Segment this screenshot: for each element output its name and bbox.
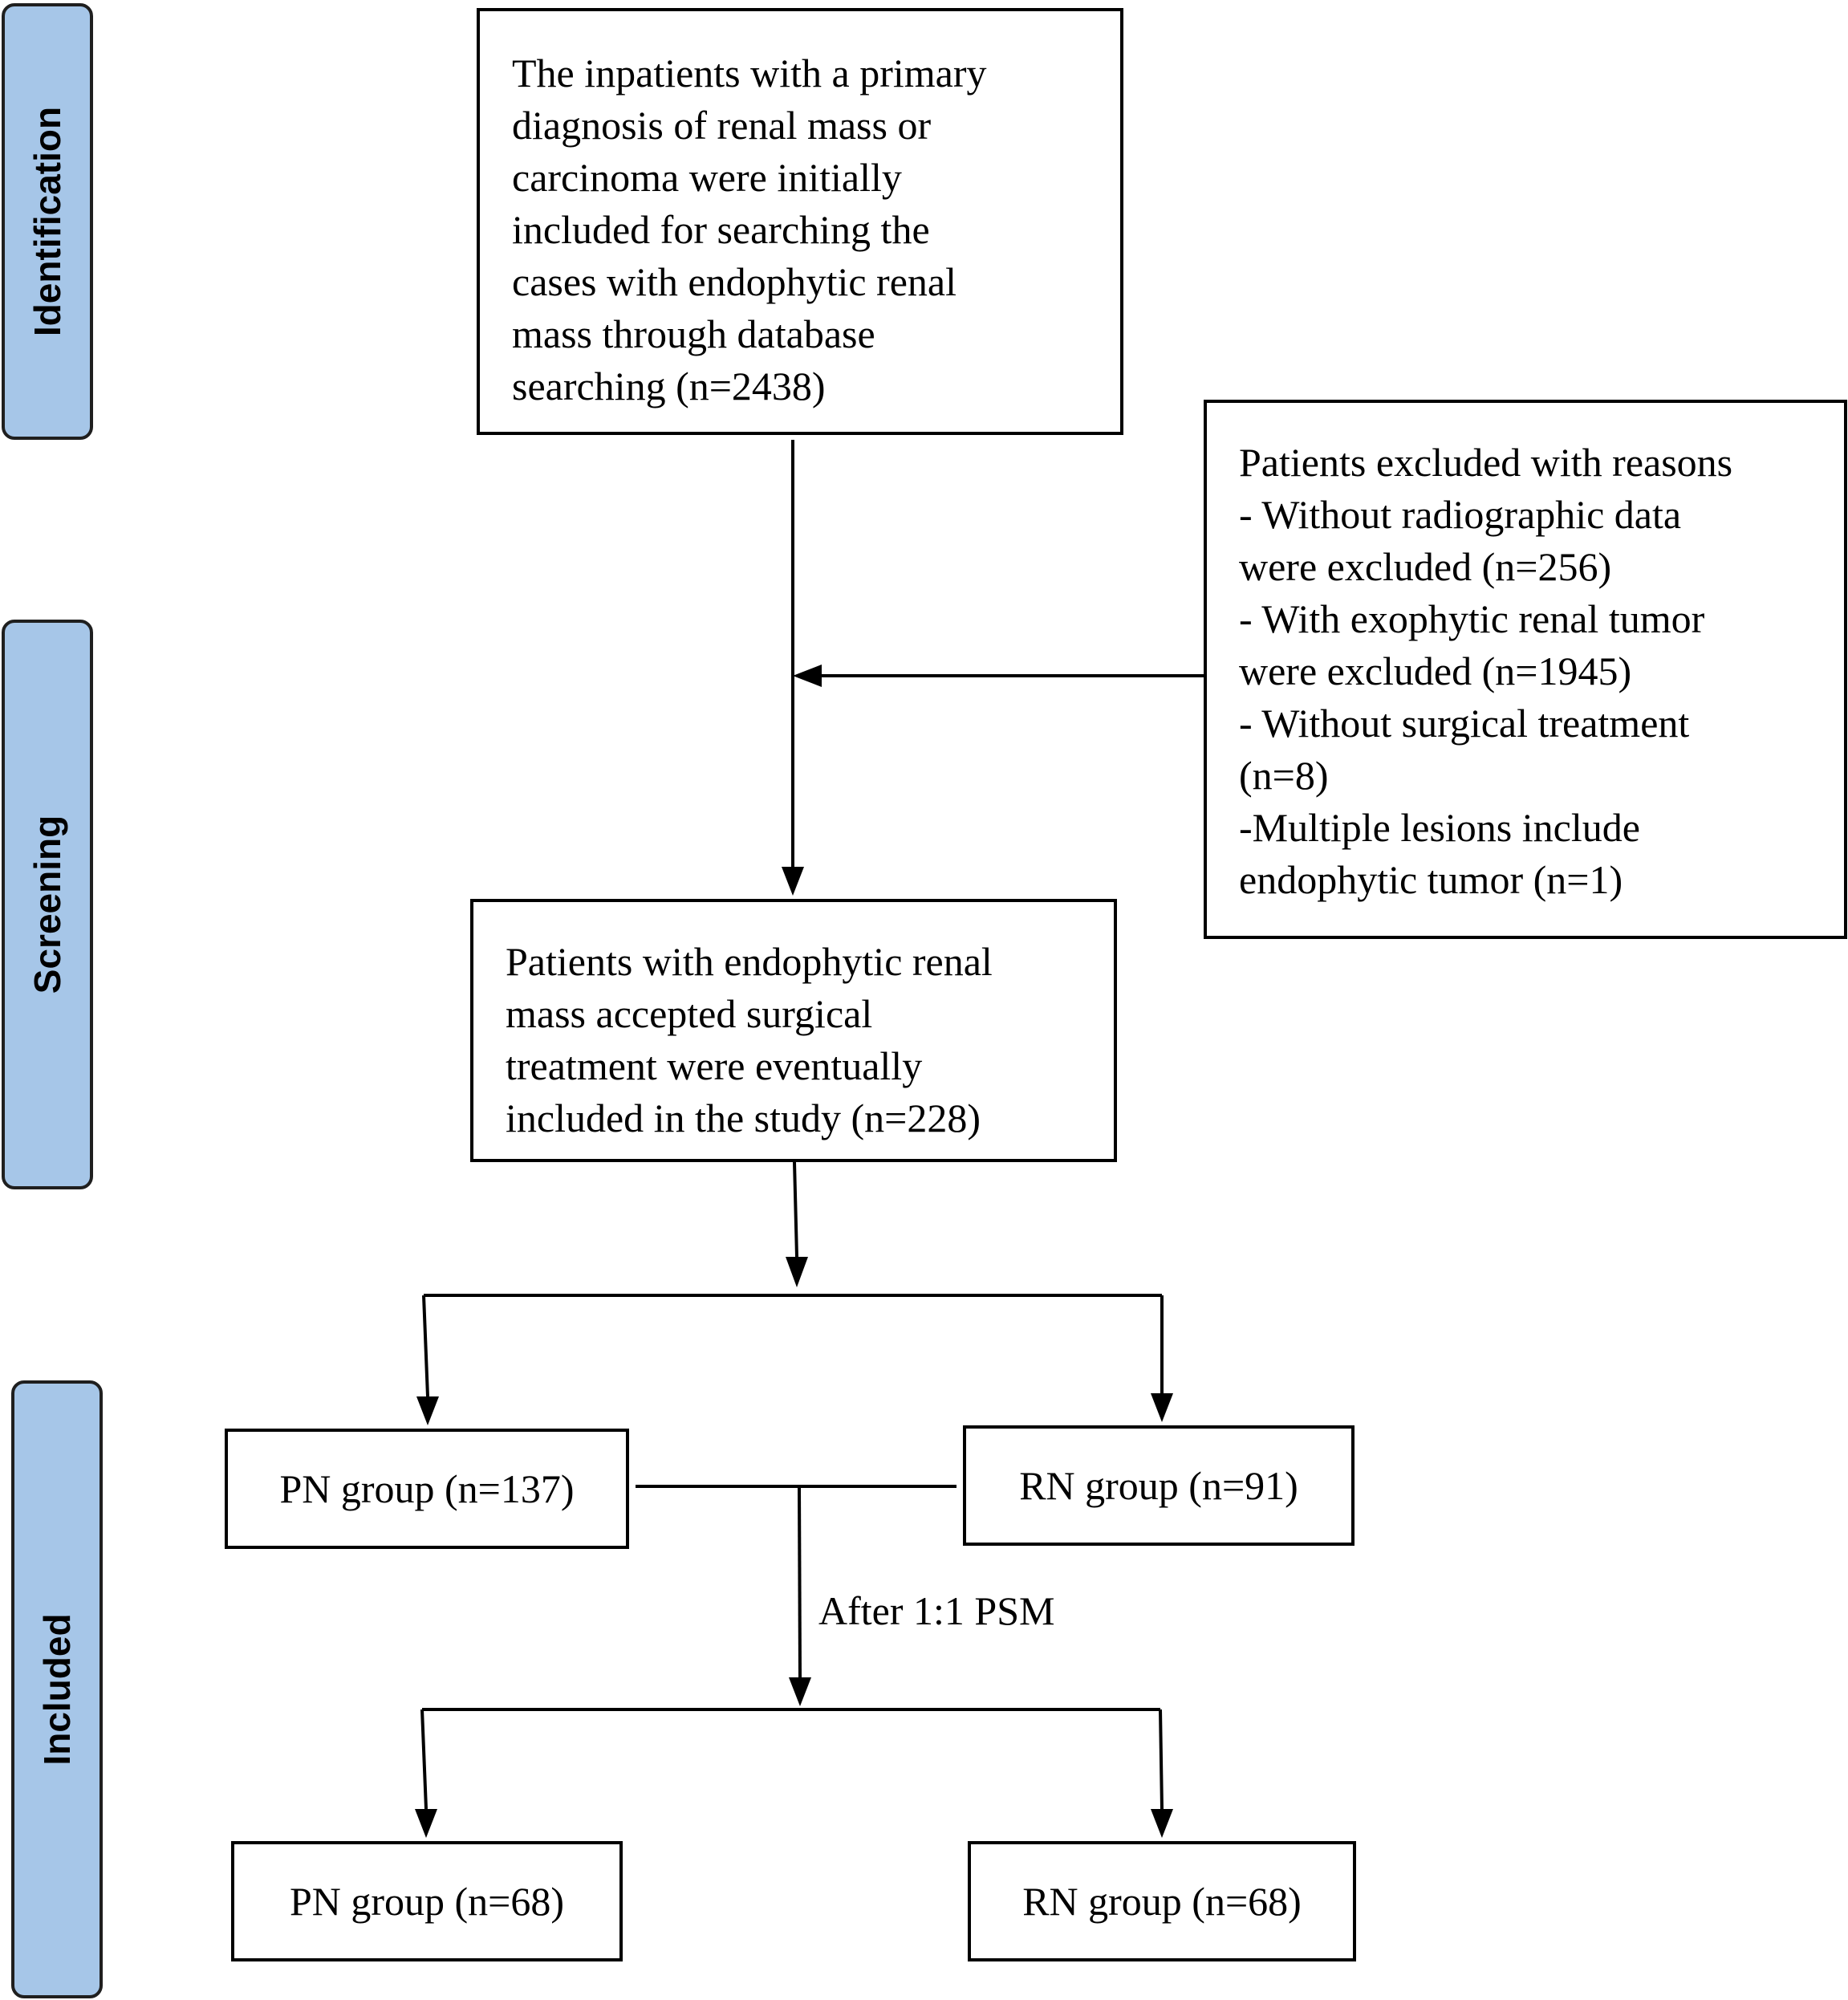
eligible-text-line: mass accepted surgical <box>506 991 873 1036</box>
excluded-text-line: - Without radiographic data <box>1239 492 1682 537</box>
excluded-text-line: - With exophytic renal tumor <box>1239 596 1705 641</box>
excluded-text-line: endophytic tumor (n=1) <box>1239 857 1623 902</box>
excluded-text-line: Patients excluded with reasons <box>1239 440 1733 485</box>
excluded-text-line: -Multiple lesions include <box>1239 805 1640 850</box>
split-left-line <box>422 1295 429 1397</box>
arrowhead-pn-before <box>416 1396 439 1425</box>
initial-text-line: included for searching the <box>512 207 930 252</box>
excluded-text-line: were excluded (n=256) <box>1239 544 1612 589</box>
initial-text-line: The inpatients with a primary <box>512 51 987 96</box>
arrowhead-psm-center <box>789 1677 811 1706</box>
arrowhead-pn-after <box>415 1809 437 1838</box>
arrowhead-split-center <box>786 1257 808 1287</box>
eligible-text-line: treatment were eventually <box>506 1043 923 1088</box>
rn-group-after-label: RN group (n=68) <box>1022 1878 1302 1924</box>
phase-included: Included <box>11 1380 103 1998</box>
psm-label: After 1:1 PSM <box>818 1588 1055 1633</box>
arrowhead-rn-after <box>1151 1809 1173 1838</box>
eligible-down-line <box>793 1161 798 1258</box>
psm-split-left-line <box>420 1709 428 1810</box>
rn-group-before-label: RN group (n=91) <box>1019 1462 1298 1508</box>
excluded-text-line: - Without surgical treatment <box>1239 701 1690 746</box>
arrowhead-eligible <box>782 867 804 896</box>
initial-text-line: mass through database <box>512 311 875 356</box>
eligible-text-line: included in the study (n=228) <box>506 1096 981 1140</box>
phase-identification: Identification <box>2 3 93 440</box>
arrowhead-rn-before <box>1151 1393 1173 1422</box>
initial-text-line: carcinoma were initially <box>512 155 902 200</box>
eligible-box: Patients with endophytic renal mass acce… <box>470 899 1117 1162</box>
pn-group-before-box: PN group (n=137) <box>225 1429 629 1549</box>
psm-vertical-line <box>798 1486 802 1678</box>
excluded-box: Patients excluded with reasons - Without… <box>1204 400 1847 939</box>
initial-text-line: searching (n=2438) <box>512 364 826 409</box>
pn-group-before-label: PN group (n=137) <box>279 1465 575 1511</box>
arrowhead-exclusion <box>793 665 822 687</box>
initial-records-box: The inpatients with a primary diagnosis … <box>477 8 1123 435</box>
rn-group-after-box: RN group (n=68) <box>968 1841 1356 1961</box>
initial-text-line: diagnosis of renal mass or <box>512 103 932 148</box>
initial-text-line: cases with endophytic renal <box>512 259 956 304</box>
excluded-text-line: (n=8) <box>1239 753 1329 798</box>
psm-split-right-line <box>1159 1709 1164 1810</box>
pn-group-after-label: PN group (n=68) <box>289 1878 565 1924</box>
rn-group-before-box: RN group (n=91) <box>963 1425 1355 1546</box>
excluded-text-line: were excluded (n=1945) <box>1239 648 1632 693</box>
pn-group-after-box: PN group (n=68) <box>231 1841 623 1961</box>
eligible-text-line: Patients with endophytic renal <box>506 939 993 984</box>
phase-screening: Screening <box>2 620 93 1189</box>
